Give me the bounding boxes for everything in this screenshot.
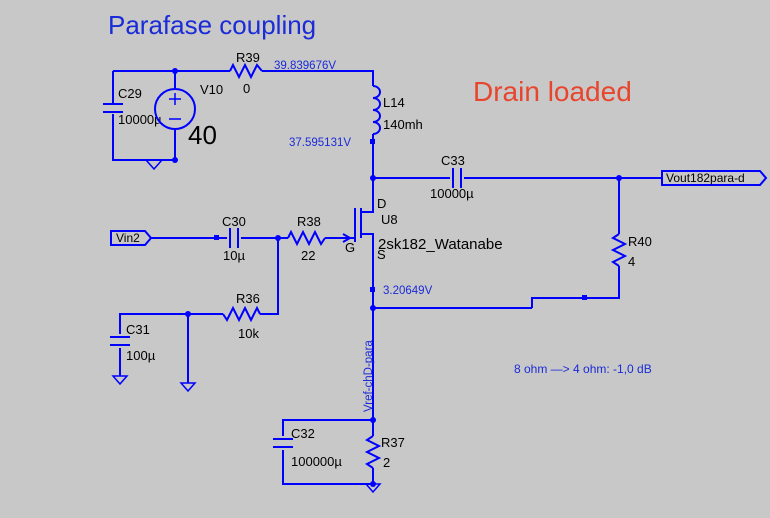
- resistor-r40: [610, 233, 628, 267]
- c29-name: C29: [118, 86, 142, 101]
- capacitor-c29: [103, 103, 123, 113]
- r36-value: 10k: [238, 326, 259, 341]
- v10-name: V10: [200, 82, 223, 97]
- output-port-label: Vout182para-d: [666, 171, 745, 185]
- c30-name: C30: [222, 214, 246, 229]
- c33-value: 10000µ: [430, 186, 474, 201]
- u8-part-name: 2sk182_Watanabe: [378, 236, 503, 253]
- c32-name: C32: [291, 426, 315, 441]
- jfet-u8: [330, 195, 374, 250]
- junction-dot: [172, 157, 178, 163]
- input-port: Vin2: [110, 230, 153, 246]
- c31-value: 100µ: [126, 348, 156, 363]
- node-marker: [582, 295, 587, 300]
- capacitor-c30: [229, 228, 239, 248]
- capacitor-c33: [452, 168, 462, 188]
- input-port-label: Vin2: [116, 231, 140, 245]
- l14-value: 140mh: [383, 117, 423, 132]
- ground-symbol: [144, 159, 164, 171]
- r37-value: 2: [383, 455, 390, 470]
- attenuation-note: 8 ohm —> 4 ohm: -1,0 dB: [514, 362, 652, 376]
- ground-symbol: [111, 375, 129, 386]
- resistor-r38: [287, 229, 326, 247]
- c29-value: 10000µ: [118, 112, 162, 127]
- c33-name: C33: [441, 153, 465, 168]
- voltage-source-v10: [154, 88, 196, 130]
- u8-pin-d: D: [377, 196, 386, 211]
- u8-name: U8: [381, 212, 398, 227]
- capacitor-c31: [110, 336, 130, 346]
- node-marker: [214, 235, 219, 240]
- junction-dot: [172, 68, 178, 74]
- c30-value: 10µ: [223, 248, 245, 263]
- u8-pin-s: S: [377, 247, 386, 262]
- c31-name: C31: [126, 322, 150, 337]
- r38-value: 22: [301, 248, 315, 263]
- ground-symbol: [179, 382, 197, 393]
- r38-name: R38: [297, 214, 321, 229]
- l14-name: L14: [383, 95, 405, 110]
- resistor-r39: [229, 62, 263, 80]
- node-voltage-37: 37.595131V: [289, 137, 351, 149]
- r37-name: R37: [381, 435, 405, 450]
- r40-bottom-wire: [531, 266, 620, 308]
- c32-bottom-wire: [282, 450, 373, 485]
- capacitor-c32: [273, 438, 293, 448]
- ground-symbol: [364, 483, 382, 494]
- r36-name: R36: [236, 291, 260, 306]
- r40-name: R40: [628, 234, 652, 249]
- r39-name: R39: [236, 50, 260, 65]
- output-port: Vout182para-d: [661, 170, 768, 186]
- u8-pin-g: G: [345, 240, 355, 255]
- vref-net-label: Vref-chD-para: [363, 340, 375, 412]
- c32-value: 100000µ: [291, 454, 342, 469]
- node-marker: [370, 287, 375, 292]
- r40-value: 4: [628, 254, 635, 269]
- c32-top-wire: [282, 419, 373, 436]
- resistor-r37: [364, 435, 382, 469]
- node-marker: [370, 139, 375, 144]
- schematic-title: Parafase coupling: [108, 10, 316, 40]
- r39-value: 0: [243, 81, 250, 96]
- node-voltage-3: 3.20649V: [383, 285, 433, 297]
- schematic-subtitle: Drain loaded: [473, 76, 632, 107]
- supply-value: 40: [188, 120, 217, 150]
- r36-right-wire: [260, 238, 279, 315]
- inductor-l14: [372, 85, 381, 135]
- resistor-r36: [222, 305, 261, 323]
- node-voltage-39: 39.839676V: [274, 60, 336, 72]
